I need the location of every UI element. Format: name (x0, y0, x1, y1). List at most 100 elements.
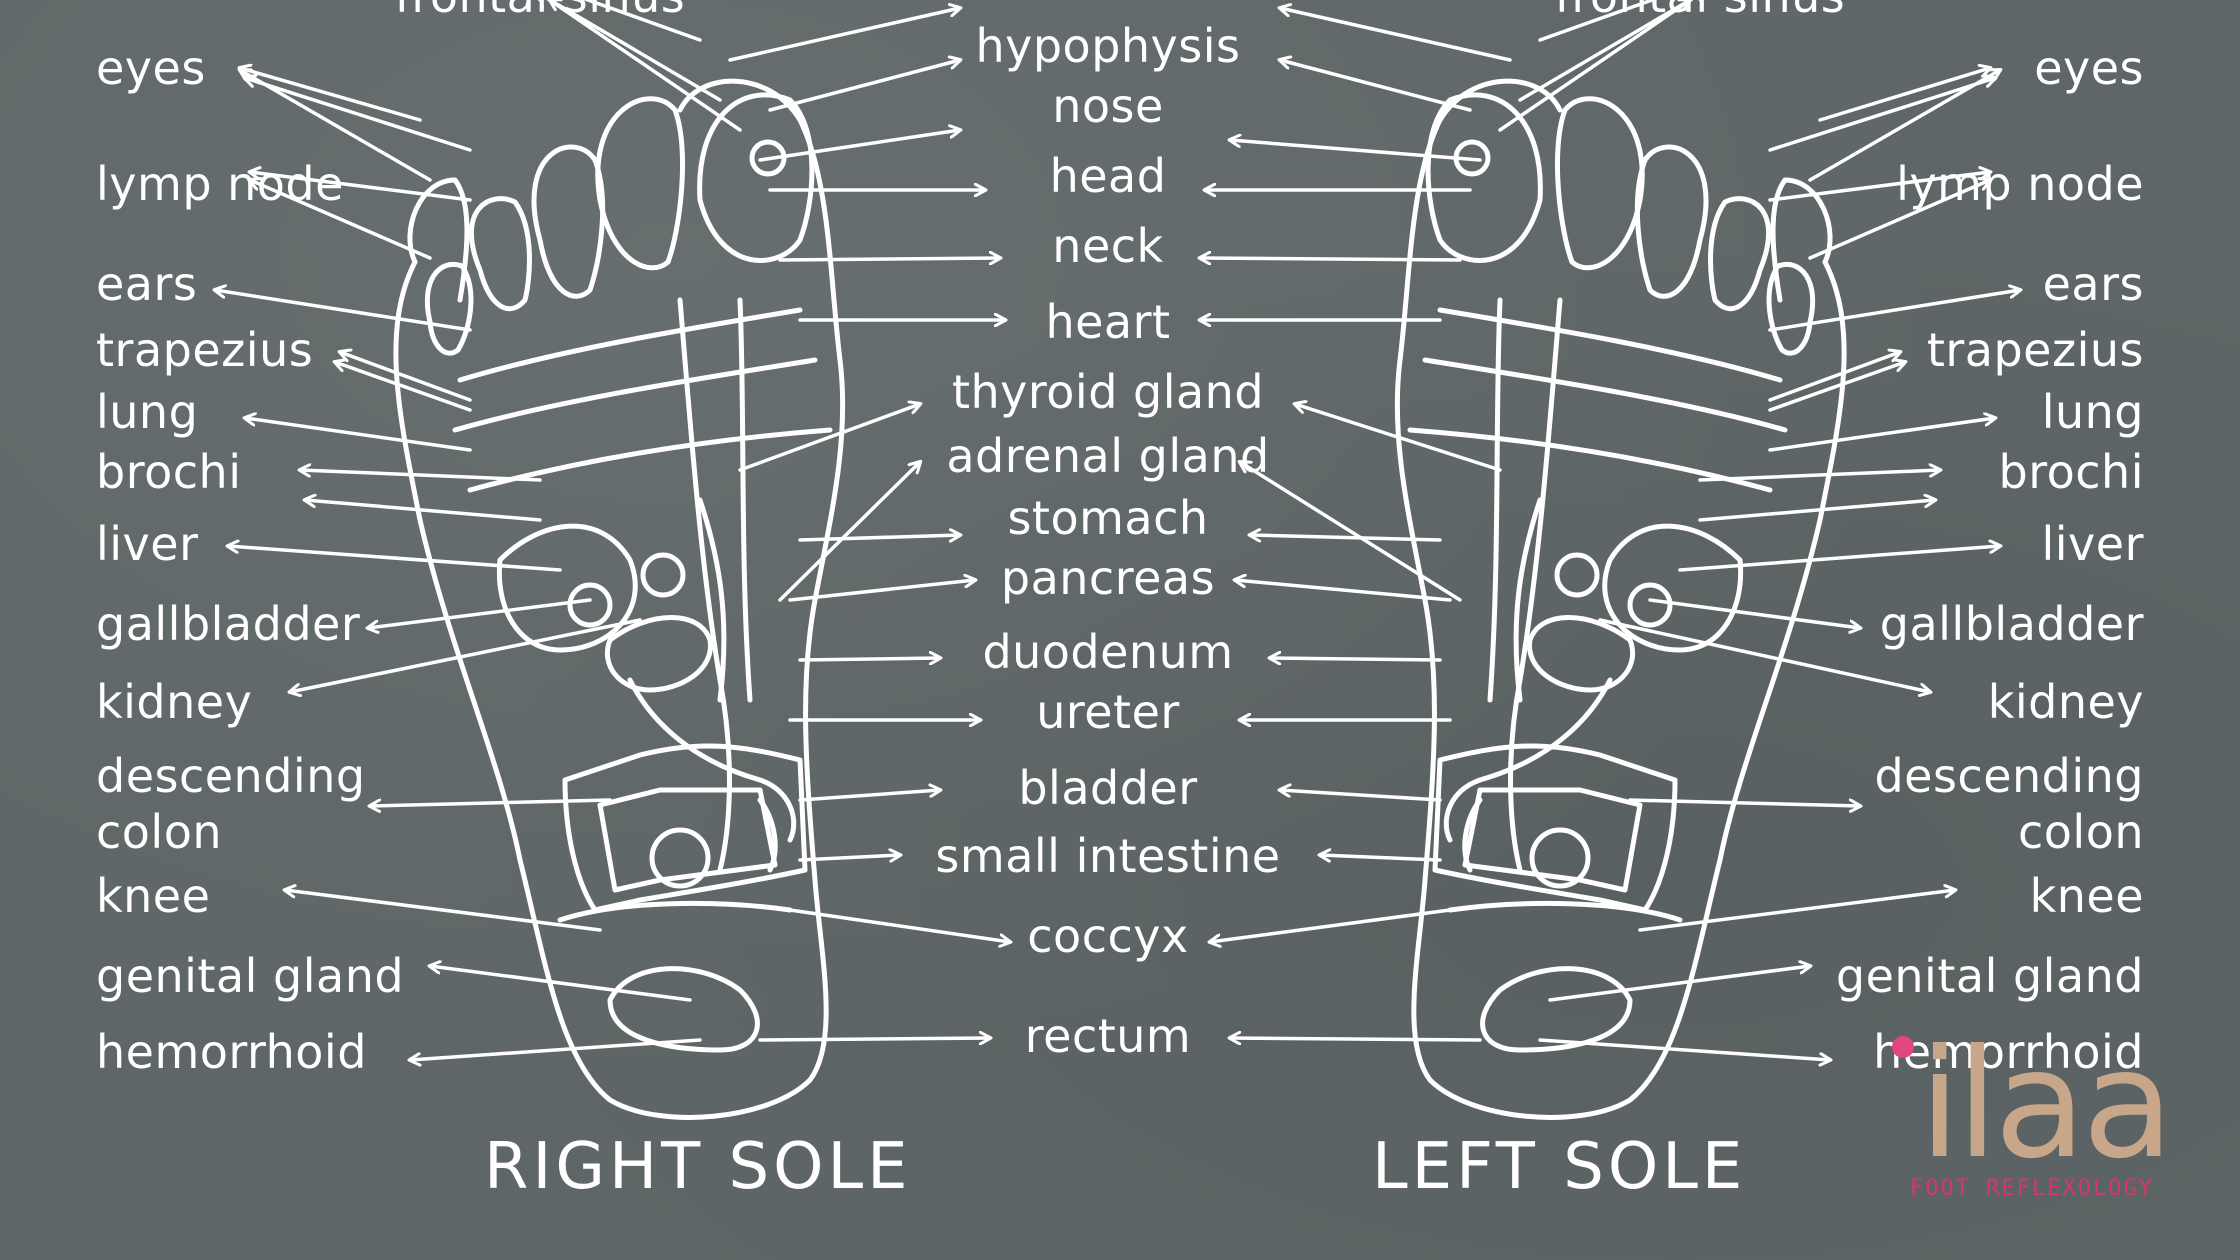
pointer-arrow (788, 908, 1010, 942)
pointer-arrow (245, 418, 472, 452)
label-neck: neck (1052, 219, 1164, 273)
pointer-arrow (1768, 290, 2020, 332)
foot-outline-stroke (595, 96, 686, 271)
foot-outline-stroke (1527, 615, 1636, 693)
label-ears-right: ears (96, 257, 198, 311)
pointer-arrows (215, 0, 2020, 1060)
pointer-arrow (1235, 580, 1452, 602)
pointer-arrow (798, 658, 940, 660)
pointer-arrow (240, 68, 422, 122)
pointer-arrow (1678, 546, 2000, 572)
title-left-sole: LEFT SOLE (1372, 1130, 1747, 1204)
pointer-arrow (290, 618, 642, 692)
foot-outline-stroke (1529, 827, 1591, 889)
foot-outline-stroke (1425, 92, 1543, 263)
left-sole-drawing (1394, 78, 1847, 1120)
logo-dot-icon (1892, 1036, 1914, 1058)
pointer-arrow (1280, 60, 1472, 112)
pointer-arrow (1628, 798, 1860, 806)
label-lung-left: lung (2041, 385, 2144, 439)
foot-outline-stroke (1602, 523, 1744, 653)
pointer-arrow (1768, 78, 1995, 152)
pointer-arrow (228, 546, 562, 572)
label-coccyx: coccyx (1027, 909, 1189, 963)
right-sole-drawing (393, 78, 846, 1120)
label-gallbladder-right: gallbladder (96, 597, 361, 651)
label-descending-left: descending (1874, 749, 2144, 803)
label-hypophysis: hypophysis (975, 19, 1241, 73)
label-lymph-node-right: lymp node (96, 157, 344, 211)
label-descending-right: descending (96, 749, 366, 803)
label-eyes-right: eyes (96, 41, 206, 95)
pointer-arrow (1280, 8, 1512, 62)
label-brochi-left: brochi (1998, 445, 2144, 499)
pointer-arrow (1598, 618, 1930, 692)
foot-outline-stroke (1770, 177, 1833, 303)
label-eyes-left: eyes (2034, 41, 2144, 95)
label-liver-right: liver (96, 517, 199, 571)
label-hemorrhoid-right: hemorrhoid (96, 1025, 367, 1079)
label-heart: heart (1045, 295, 1171, 349)
foot-outline-stroke (607, 966, 760, 1053)
label-knee-left: knee (2029, 869, 2144, 923)
label-kidney-left: kidney (1987, 675, 2144, 729)
label-knee-right: knee (96, 869, 211, 923)
pointer-arrow (285, 890, 602, 932)
pointer-arrow (1768, 352, 1900, 402)
pointer-arrow (1280, 790, 1442, 802)
pointer-arrow (430, 966, 692, 1002)
pointer-arrow (1498, 0, 1705, 132)
pointer-arrow (1200, 258, 1462, 260)
pointer-arrow (1638, 890, 1955, 932)
label-genital-gland-left: genital gland (1835, 949, 2144, 1003)
pointer-arrow (738, 404, 920, 472)
pointer-arrow (1230, 140, 1482, 162)
foot-outline-stroke (1627, 582, 1673, 628)
pointer-arrow (368, 598, 592, 628)
label-rectum: rectum (1024, 1009, 1192, 1063)
pointer-arrow (245, 78, 472, 152)
foot-outline-stroke (1422, 357, 1788, 433)
foot-outline-stroke (737, 297, 753, 703)
pointer-arrow (340, 352, 472, 402)
pointer-arrow (778, 258, 1000, 260)
foot-outline-stroke (1437, 307, 1783, 383)
pointer-arrow (1698, 500, 1935, 522)
foot-outline-stroke (1462, 797, 1483, 873)
label-bladder: bladder (1018, 761, 1198, 815)
label-hemorrhoid-left: hemorrhoid (1873, 1025, 2144, 1079)
pointer-arrow (1648, 598, 1860, 628)
pointer-arrow (1210, 908, 1452, 942)
pointer-arrow (768, 60, 960, 112)
foot-outline-stroke (407, 177, 470, 303)
foot-outline-stroke (1394, 78, 1847, 1120)
pointer-arrow (1295, 404, 1502, 472)
pointer-arrow (1768, 172, 1990, 202)
foot-outline-stroke (562, 743, 808, 913)
logo-wordmark: ilaa (1918, 1018, 2174, 1192)
foot-outline-stroke (1432, 743, 1678, 913)
label-nose: nose (1052, 79, 1164, 133)
pointer-arrow (370, 798, 612, 806)
foot-outline-stroke (567, 582, 613, 628)
pointer-arrow (778, 462, 920, 602)
label-colon-right: colon (96, 805, 223, 859)
label-trapezius-right: trapezius (96, 323, 314, 377)
foot-outline-stroke (1766, 261, 1816, 356)
pointer-arrow (1768, 362, 1905, 412)
label-duodenum: duodenum (982, 625, 1234, 679)
pointer-arrow (1250, 535, 1442, 540)
label-ureter: ureter (1036, 685, 1180, 739)
foot-outline-stroke (604, 615, 713, 693)
label-lung-right: lung (96, 385, 199, 439)
foot-outline-stroke (1554, 96, 1645, 271)
label-kidney-right: kidney (96, 675, 253, 729)
foot-outline-stroke (1443, 677, 1613, 843)
foot-outline-stroke (1447, 900, 1683, 923)
foot-outline-stroke (1487, 297, 1503, 703)
pointer-arrow (798, 535, 960, 540)
foot-outline-stroke (457, 307, 803, 383)
foot-outline-stroke (1508, 297, 1563, 873)
title-right-sole: RIGHT SOLE (484, 1130, 912, 1204)
foot-outline-stroke (1708, 196, 1772, 312)
